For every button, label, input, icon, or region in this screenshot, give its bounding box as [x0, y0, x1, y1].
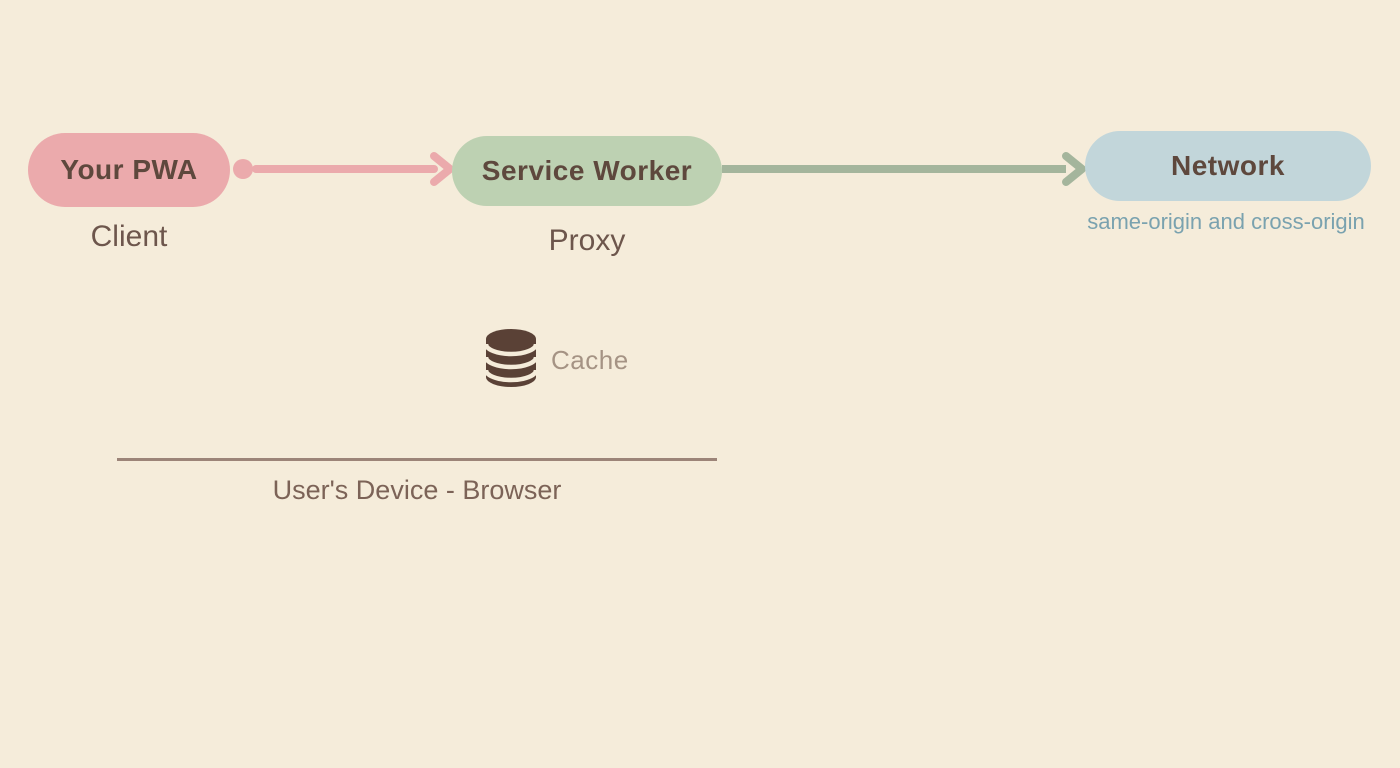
arrow-chevron-icon — [1062, 152, 1086, 186]
cache-group: Cache — [485, 328, 629, 388]
node-your-pwa-label: Your PWA — [60, 154, 198, 185]
node-service-worker-label: Service Worker — [481, 155, 693, 186]
node-network-label: Network — [1171, 150, 1285, 181]
arrow-service-worker-to-network — [722, 152, 1086, 186]
cache-label: Cache — [551, 344, 629, 375]
arrow-pwa-to-service-worker — [233, 152, 454, 186]
node-service-worker-sublabel: Proxy — [548, 224, 626, 257]
node-your-pwa: Your PWA — [28, 133, 230, 207]
node-network: Network — [1085, 131, 1371, 201]
node-your-pwa-sublabel: Client — [90, 220, 168, 253]
device-boundary-label: User's Device - Browser — [272, 475, 562, 505]
device-boundary-line — [117, 458, 717, 461]
database-icon — [485, 329, 537, 387]
arrow-start-dot — [233, 159, 253, 179]
arrow-chevron-icon — [430, 152, 454, 186]
node-service-worker: Service Worker — [452, 136, 722, 206]
node-network-sublabel: same-origin and cross-origin — [1087, 209, 1365, 234]
